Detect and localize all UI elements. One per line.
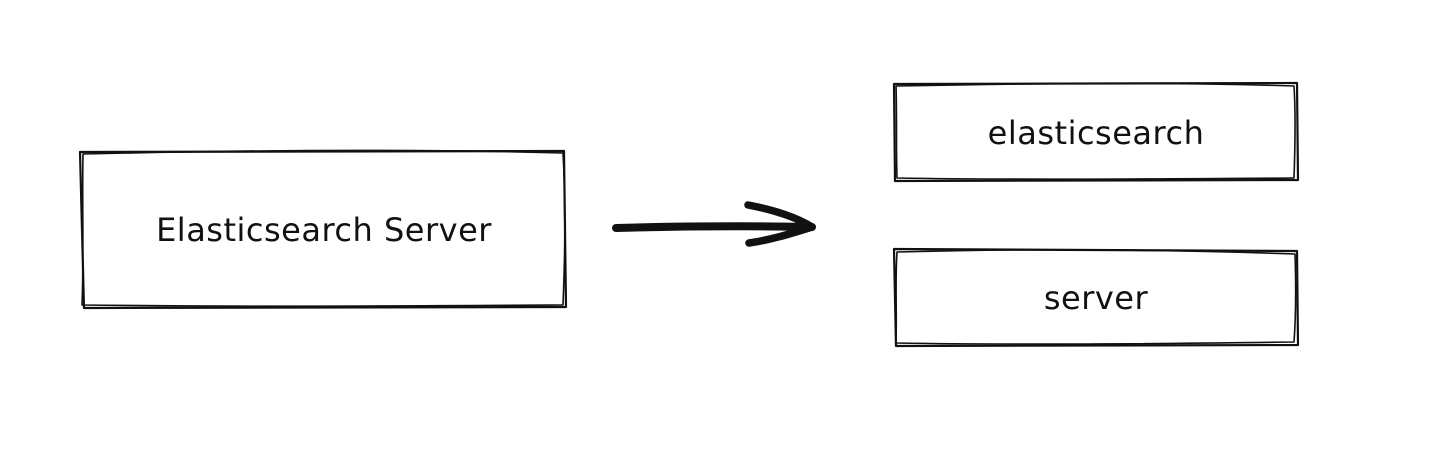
result-box-server-label: server: [1043, 278, 1149, 317]
source-box: [78, 149, 568, 310]
arrow-right-icon: [612, 201, 816, 247]
result-box-elasticsearch: [892, 81, 1300, 183]
result-box-elasticsearch-label: elasticsearch: [987, 114, 1205, 152]
source-box-label: Elasticsearch Server: [156, 211, 492, 249]
result-box-server: [892, 247, 1300, 348]
